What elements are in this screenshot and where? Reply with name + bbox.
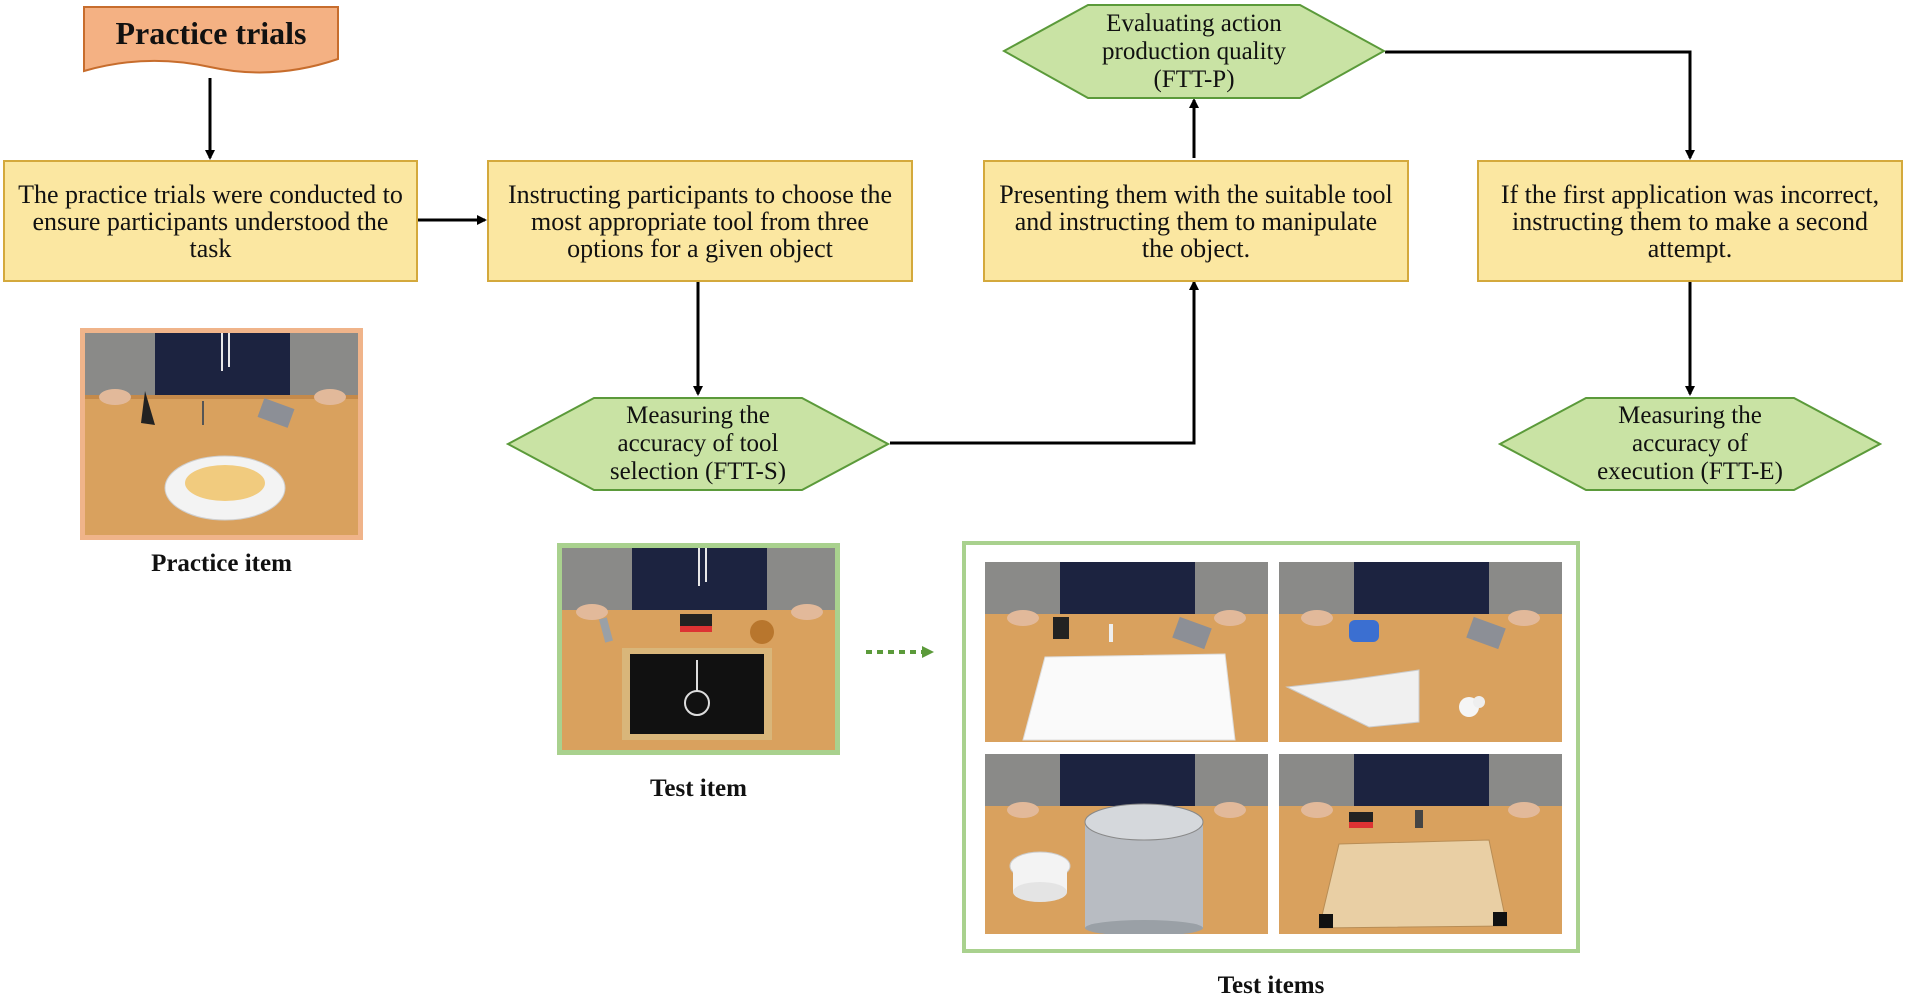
hex-execution-text: Measuring the accuracy of execution (FTT…	[1597, 402, 1783, 485]
instruct-box: Instructing participants to choose the m…	[487, 160, 913, 282]
present-text: Presenting them with the suitable tool a…	[999, 179, 1393, 263]
test-item-photo-1	[985, 562, 1268, 742]
practice-trials-text: The practice trials were conducted to en…	[18, 179, 403, 263]
practice-trials-box: The practice trials were conducted to en…	[3, 160, 418, 282]
practice-item-photo	[80, 328, 363, 540]
test-item-photo-2	[1279, 562, 1562, 742]
start-label: Practice trials	[115, 15, 307, 51]
second-attempt-text: If the first application was incorrect, …	[1500, 179, 1880, 263]
hex-production: Evaluating action production quality (FT…	[1002, 3, 1386, 100]
start-shape: Practice trials	[82, 5, 340, 77]
test-item-photo-3	[985, 754, 1268, 934]
test-items-caption: Test items	[1217, 972, 1325, 999]
hex-execution: Measuring the accuracy of execution (FTT…	[1498, 396, 1882, 492]
second-attempt-box: If the first application was incorrect, …	[1477, 160, 1903, 282]
hex-selection: Measuring the accuracy of tool selection…	[506, 396, 890, 492]
test-items-panel	[962, 541, 1580, 953]
present-box: Presenting them with the suitable tool a…	[983, 160, 1409, 282]
arrow-production-to-second	[1385, 50, 1695, 160]
hex-production-text: Evaluating action production quality (FT…	[1102, 9, 1286, 93]
practice-item-caption: Practice item	[151, 550, 292, 577]
hex-selection-text: Measuring the accuracy of tool selection…	[609, 402, 787, 485]
test-item-caption: Test item	[650, 775, 747, 802]
instruct-text: Instructing participants to choose the m…	[507, 179, 893, 263]
test-item-photo-4	[1279, 754, 1562, 934]
arrow-selection-to-present	[890, 280, 1199, 445]
test-item-photo	[557, 543, 840, 755]
